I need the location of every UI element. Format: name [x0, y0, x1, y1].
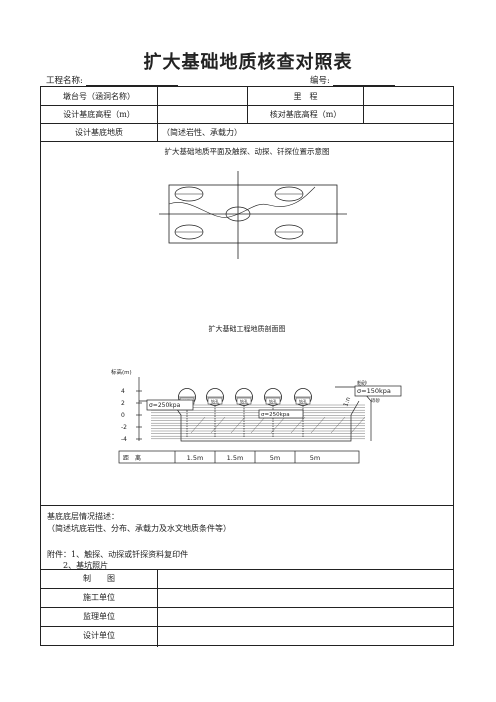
row-divider — [41, 588, 453, 589]
row-divider — [41, 141, 453, 142]
row-divider — [41, 607, 453, 608]
middle-bearing-box — [258, 409, 304, 419]
sign-row-value[interactable] — [158, 626, 454, 645]
row-divider — [41, 626, 453, 627]
bottom-desc-title: 基底底层情况描述： — [47, 512, 119, 521]
distance-value: 1.5m — [187, 454, 204, 462]
elevation-tick-label: 2 — [121, 400, 125, 407]
bottom-desc-note: （简述坑底岩性、分布、承载力及水文地质条件等） — [47, 524, 231, 533]
project-name-label: 工程名称: — [46, 76, 83, 86]
design-geology-label: 设计基底地质 — [75, 127, 123, 137]
row-divider — [41, 569, 453, 570]
slope-label: 1:n — [342, 396, 352, 408]
design-geology-value: （简述岩性、承载力） — [162, 127, 242, 137]
distance-value: 5m — [310, 454, 320, 462]
row-divider — [41, 505, 453, 506]
section-view: 标高(m) 420-2-4 1:n 钻孔钻孔钻孔钻孔钻孔 σ=250kpa σ=… — [111, 368, 402, 464]
number-field: 编号: — [310, 74, 395, 86]
distance-row-label: 距 离 — [123, 454, 141, 462]
mileage-value[interactable] — [364, 87, 454, 105]
attachment-1: 附件：1、触探、动探或钎探资料复印件 — [47, 550, 189, 559]
left-bearing-value: σ=250kpa — [149, 402, 181, 409]
sign-row-value[interactable] — [158, 569, 454, 588]
col-divider — [247, 87, 248, 123]
section-caption: 扩大基础工程地质剖面图 — [209, 324, 286, 333]
sign-row-label: 施工单位 — [83, 593, 115, 602]
elevation-tick-label: 0 — [121, 412, 125, 419]
distance-value: 5m — [270, 454, 280, 462]
left-bearing-box — [146, 399, 194, 411]
elevation-tick-label: -4 — [121, 436, 127, 443]
col-divider — [157, 569, 158, 647]
sign-row-value[interactable] — [158, 588, 454, 607]
col-divider — [363, 87, 364, 123]
right-layer-sub: 砾砂 — [371, 397, 380, 404]
col-divider — [157, 87, 158, 141]
right-layer-tag: 粉砂 — [357, 380, 367, 387]
check-table: 墩台号（涵洞名称） 里 程 设计基底高程（m） 核对基底高程（m） 设计基底地质… — [40, 86, 454, 647]
project-name-blank — [85, 76, 178, 86]
mileage-label: 里 程 — [293, 91, 318, 101]
distance-row — [118, 450, 360, 464]
page-title: 扩大基础地质核查对照表 — [143, 52, 353, 73]
elevation-axis-label: 标高(m) — [111, 368, 132, 376]
number-label: 编号: — [310, 76, 330, 86]
distance-value: 1.5m — [227, 454, 244, 462]
elevation-tick-label: -2 — [121, 424, 127, 431]
check-elevation-label: 核对基底高程（m） — [269, 109, 342, 119]
design-elevation-value[interactable] — [158, 105, 247, 123]
elevation-ticks: 4 2 0 -2 -4 — [121, 388, 142, 443]
pier-value[interactable] — [158, 87, 247, 105]
sign-row-label: 制 图 — [83, 574, 115, 583]
project-name-field: 工程名称: — [46, 74, 178, 86]
plan-caption: 扩大基础地质平面及触探、动探、钎探位置示意图 — [164, 147, 330, 156]
attachment-2: 2、基坑照片 — [63, 561, 109, 570]
sign-row-value[interactable] — [158, 607, 454, 626]
probe-point — [225, 206, 251, 222]
check-elevation-value[interactable] — [364, 105, 454, 123]
number-blank — [332, 76, 395, 86]
probe-marker-label: 钻孔 — [240, 398, 248, 404]
probe-marker-label: 钻孔 — [269, 398, 277, 404]
excavation-outline — [170, 400, 360, 442]
elevation-tick-label: 4 — [121, 388, 125, 395]
row-divider — [41, 123, 453, 124]
middle-bearing-value: σ=250kpa — [261, 412, 290, 418]
right-bearing-value: σ=150kpa — [357, 387, 391, 395]
sign-row-label: 设计单位 — [83, 631, 115, 640]
probe-marker-label: 钻孔 — [299, 398, 307, 404]
drawing-area: 扩大基础工程地质剖面图 标高(m) 420-2-4 1:n 钻孔钻孔钻孔钻孔钻孔… — [111, 171, 402, 464]
probe-marker-label: 钻孔 — [211, 398, 219, 404]
right-bearing-box — [354, 385, 402, 397]
geology-boundary — [168, 186, 316, 218]
design-elevation-label: 设计基底高程（m） — [63, 109, 135, 119]
plan-view — [159, 171, 347, 259]
sign-row-label: 监理单位 — [83, 612, 115, 621]
pier-label: 墩台号（涵洞名称） — [63, 91, 135, 101]
